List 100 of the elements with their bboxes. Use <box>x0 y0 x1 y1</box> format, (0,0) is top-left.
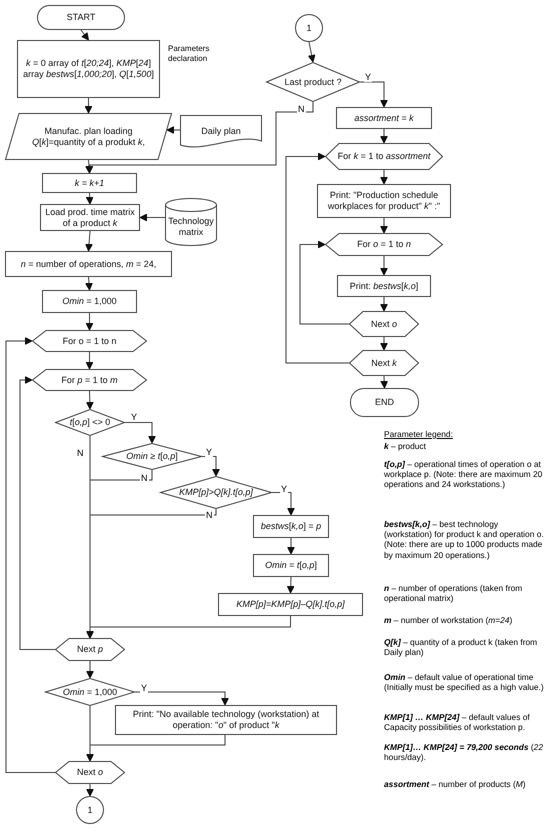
flow-arrow <box>86 192 94 204</box>
step-text: Daily plan <box>200 126 242 136</box>
flow-arrow <box>85 276 93 290</box>
flow-arrow <box>300 240 350 324</box>
process-box <box>317 184 451 218</box>
legend-heading: Parameter legend: <box>384 429 454 440</box>
loop-hexagon <box>349 350 419 376</box>
flow-arrow <box>86 390 94 410</box>
edge-label: Y <box>364 72 372 82</box>
flow-arrow <box>202 456 220 476</box>
decision-diamond <box>160 476 272 509</box>
flow-arrow <box>6 337 56 773</box>
process-box <box>218 593 363 616</box>
loop-hexagon <box>32 369 147 391</box>
flow-arrow <box>86 312 94 330</box>
legend-text: n – number of operations (taken from operational matrix) <box>384 583 524 604</box>
step-text: assortment = k <box>353 112 415 124</box>
flow-arrow <box>140 214 166 222</box>
step-text: START <box>66 12 96 23</box>
decision-diamond <box>55 409 125 436</box>
flow-arrow <box>85 230 93 252</box>
document-shape <box>180 115 262 147</box>
process-box <box>42 290 137 313</box>
loop-hexagon <box>325 143 443 170</box>
legend-text: assortment – number of products (M) <box>384 779 527 790</box>
step-text: 1 <box>86 804 94 816</box>
flow-arrow <box>86 352 94 370</box>
step-text: t[o,p] <> 0 <box>68 417 112 428</box>
loop-hexagon <box>325 233 443 256</box>
flow-arrow <box>360 82 388 108</box>
flow-arrow <box>86 784 94 796</box>
process-box <box>40 204 140 231</box>
step-text: Omin = 1,000 <box>62 686 118 698</box>
legend-text: Omin – default value of operational time (Initially must be specified as a high value.) <box>384 672 545 692</box>
flow-arrow <box>80 30 89 40</box>
database-cylinder <box>165 198 217 246</box>
flow-arrow <box>380 170 388 184</box>
process-box <box>17 40 160 98</box>
flow-arrow <box>380 296 388 312</box>
legend-text: m – number of workstation (m=24) <box>384 615 514 626</box>
connector-circle <box>295 14 323 42</box>
legend-text: KMP[1]… KMP[24] = 79,200 seconds (22 hours/day). <box>384 742 544 762</box>
edge-label: N <box>76 448 84 458</box>
process-box <box>5 251 172 277</box>
terminal <box>37 5 125 30</box>
flow-arrow <box>86 616 291 638</box>
step-text: For o = 1 to n <box>356 239 412 250</box>
flow-arrow <box>272 492 295 516</box>
loop-hexagon <box>32 330 147 352</box>
input-parallelogram <box>5 113 172 160</box>
step-text: Print: bestws[k,o] <box>348 280 420 292</box>
step-text: For o = 1 to n <box>62 336 118 346</box>
flow-arrow <box>124 422 156 444</box>
legend-text: Q[k] – quantity of a product k (taken from Daily plan) <box>384 637 538 658</box>
process-box <box>253 515 329 538</box>
flow-arrow <box>134 692 229 706</box>
step-text: For k = 1 to assortment <box>336 151 432 162</box>
flow-arrow <box>308 42 316 62</box>
flow-arrow <box>86 102 314 174</box>
terminal <box>350 388 419 417</box>
step-text: Next p <box>76 644 104 655</box>
step-text: Print: "Production schedule workplaces for product" k" :" <box>326 190 442 212</box>
step-text: k = 0 array of t[20;24], KMP[24] array bestws[1,000;20], Q[1,500] <box>22 58 155 80</box>
process-box <box>253 554 329 577</box>
step-text: 1 <box>305 22 312 34</box>
flow-arrow <box>20 376 56 650</box>
step-text: Omin ≥ t[o,p] <box>125 451 179 462</box>
loop-hexagon <box>349 311 419 337</box>
loop-hexagon <box>55 638 125 661</box>
step-text: bestws[k,o] = p <box>260 521 322 532</box>
flow-arrow <box>380 336 388 350</box>
connector-circle <box>76 796 104 824</box>
step-text: k = k+1 <box>74 178 106 188</box>
step-text: Next k <box>370 358 398 368</box>
decision-diamond <box>45 678 135 706</box>
edge-label: N <box>140 473 148 483</box>
step-text: KMP[p]=KMP[p]–Q[k].t[o,p] <box>235 599 346 610</box>
process-box <box>337 275 431 297</box>
flow-arrow <box>166 126 180 134</box>
flow-arrow <box>380 218 388 234</box>
step-text: Omin = 1,000 <box>61 296 118 307</box>
step-text: Manufac. plan loading Q[k]=quantity of a produkt k, <box>31 126 146 148</box>
flow-arrow <box>380 256 388 276</box>
flow-arrow <box>84 98 92 114</box>
step-text: Next o <box>370 318 398 330</box>
flow-arrow <box>287 538 295 554</box>
legend-text: k – product <box>384 441 427 452</box>
step-text: KMP[p]>Q[k].t[o,p] <box>178 487 254 498</box>
step-text: For p = 1 to m <box>60 374 119 386</box>
flow-arrow <box>380 128 388 144</box>
edge-label: N <box>205 510 214 520</box>
process-box <box>42 173 137 193</box>
legend-text: KMP[1] … KMP[24] – default values of Capacity possibilities of workstation p. <box>384 712 531 732</box>
decision-diamond <box>266 62 360 102</box>
legend-text: bestws[k,o] – best technology (workstation) for product k and operation o. (Note: there are up to 1000 products made by maximum 20 operations.) <box>384 519 545 560</box>
edge-label: Y <box>280 484 288 494</box>
process-box <box>336 107 432 129</box>
legend-text: t[o,p] – operational times of operation o at workplace p. (Note: there are maximum 20 operations and 24 workstations.) <box>384 459 544 490</box>
flow-arrow <box>86 660 94 678</box>
step-text: Load prod. time matrix of a product k <box>44 206 136 228</box>
